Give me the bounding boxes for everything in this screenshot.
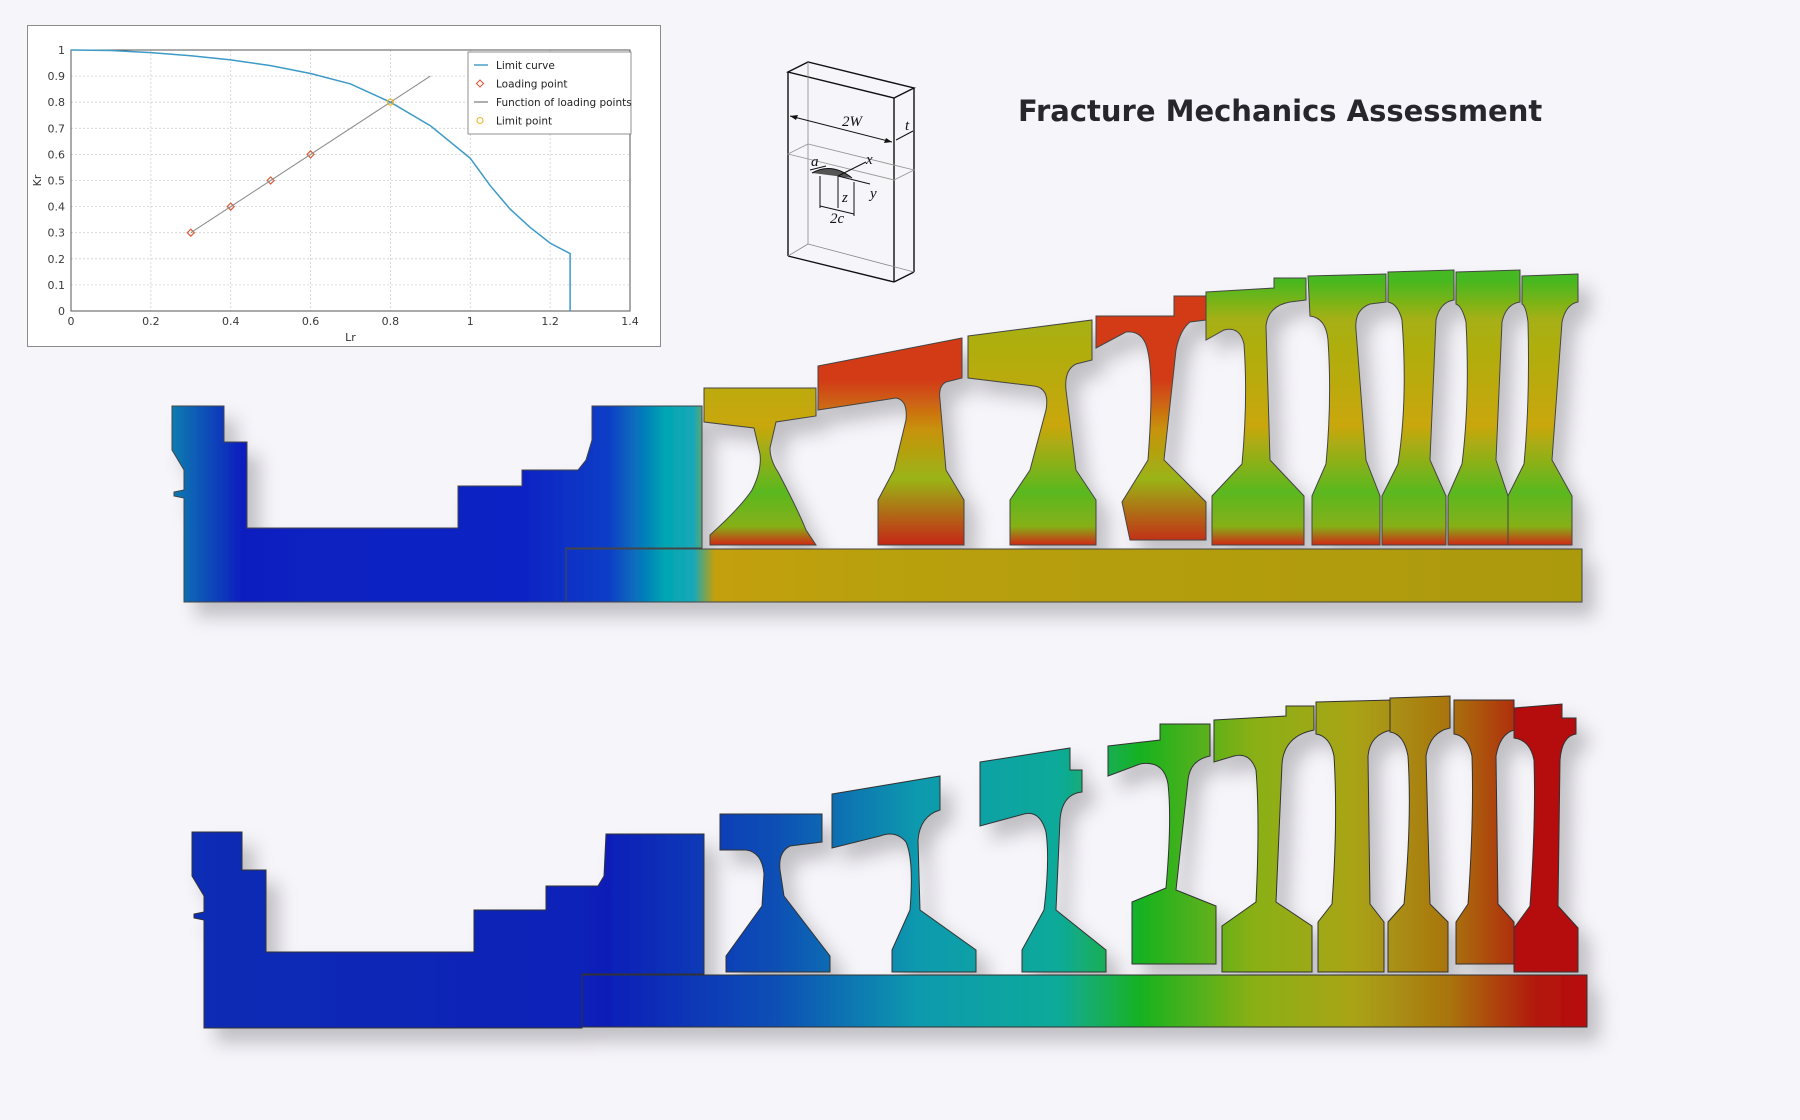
blade-3 (967, 319, 1097, 546)
y-tick-label: 0.7 (48, 122, 66, 135)
temperature-distribution-plot (191, 695, 1588, 1029)
axis-x-label: x (865, 152, 873, 168)
y-tick-label: 0 (58, 305, 65, 318)
legend-label: Limit point (496, 116, 552, 128)
legend-swatch (476, 116, 484, 125)
blade-1 (703, 387, 817, 546)
loading-function-line (190, 75, 431, 234)
legend-box (467, 51, 632, 135)
blade-2-9 (1513, 703, 1579, 973)
y-tick-label: 1 (58, 44, 65, 57)
y-axis-label: Kr (31, 174, 44, 186)
y-tick-label: 0.8 (48, 96, 66, 109)
x-tick-label: 1.2 (541, 315, 559, 328)
blade-2-5 (1213, 705, 1315, 973)
y-tick-label: 0.3 (48, 227, 66, 240)
page-title: Fracture Mechanics Assessment (1018, 94, 1543, 128)
blade-4 (1095, 295, 1207, 541)
y-tick-label: 0.6 (48, 148, 66, 161)
blade-8 (1447, 269, 1521, 546)
plot-frame (70, 49, 631, 312)
blade-7 (1381, 269, 1455, 546)
legend-label: Limit curve (496, 60, 555, 72)
blade-2-2 (831, 775, 977, 973)
crack-length-label: 2c (830, 211, 845, 227)
crack-depth-label: a (811, 154, 819, 170)
specimen-diagram: 2W t a x y z 2c (785, 61, 917, 283)
shaft (565, 548, 1583, 603)
blade-9 (1507, 273, 1579, 546)
shaft-2 (581, 974, 1588, 1028)
blade-2-6 (1315, 699, 1393, 973)
x-tick-label: 1 (467, 315, 474, 328)
y-tick-label: 0.2 (48, 253, 66, 266)
axis-y-label: y (868, 186, 877, 202)
y-tick-label: 0.5 (48, 175, 66, 188)
legend-label: Function of loading points (496, 97, 632, 109)
x-tick-label: 0 (68, 315, 75, 328)
blade-2-4 (1107, 723, 1217, 965)
width-label: 2W (842, 114, 864, 130)
blade-2-3 (979, 747, 1107, 973)
y-tick-label: 0.1 (48, 279, 66, 292)
limit-point-marker (386, 98, 395, 106)
chart-panel: 0 0.2 0.4 0.6 0.8 1 1.2 1.4 0 0.1 0.2 0.3 0.4 0.5 0.6 0… (27, 25, 661, 347)
blade-2-8 (1453, 699, 1515, 965)
y-tick-label: 0.9 (48, 70, 66, 83)
blade-2-1 (719, 813, 831, 973)
legend-swatch (475, 79, 485, 88)
blade-2 (817, 337, 965, 546)
crack-plane (786, 143, 916, 181)
blade-5 (1205, 277, 1307, 546)
failure-assessment-chart: 0 0.2 0.4 0.6 0.8 1 1.2 1.4 0 0.1 0.2 0.3 0.4 0.5 0.6 0… (31, 44, 639, 344)
x-tick-label: 1.4 (621, 315, 639, 328)
x-axis-label: Lr (345, 331, 356, 344)
stress-distribution-plot (171, 269, 1583, 603)
thickness-label: t (905, 118, 910, 134)
hub-section (171, 405, 703, 603)
x-tick-label: 0.8 (382, 315, 400, 328)
blade-2-7 (1387, 695, 1451, 973)
x-tick-label: 0.4 (222, 315, 240, 328)
legend-label: Loading point (496, 79, 568, 91)
axis-z-label: z (841, 190, 848, 206)
blade-6 (1307, 273, 1387, 546)
y-tick-label: 0.4 (48, 201, 66, 214)
x-tick-label: 0.6 (302, 315, 320, 328)
hub-section-2 (191, 831, 705, 1029)
x-tick-label: 0.2 (142, 315, 160, 328)
